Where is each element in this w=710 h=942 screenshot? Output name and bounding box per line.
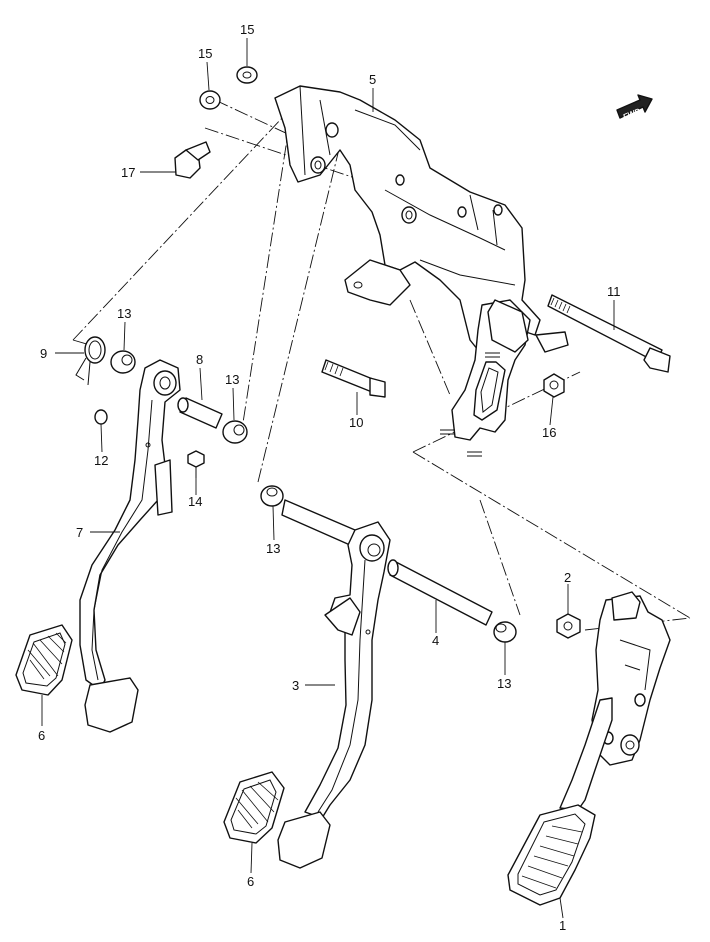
leader-lines [41, 38, 615, 919]
bushing-13-b [222, 420, 248, 444]
pedal-pad-center [223, 771, 285, 844]
bushing-15-lower [199, 90, 221, 110]
callout-9: 9 [40, 346, 47, 361]
callout-6-left: 6 [38, 728, 45, 743]
nut-16 [543, 373, 565, 398]
callout-labels: 15 15 5 17 11 9 13 8 13 10 16 12 14 7 13… [38, 22, 621, 933]
callout-6-center: 6 [247, 874, 254, 889]
pivot-bolt [321, 359, 386, 398]
bushing-13-a [110, 350, 136, 374]
pivot-shaft [387, 559, 493, 626]
front-direction-arrow-icon: FWD [616, 94, 653, 122]
callout-13-d: 13 [497, 676, 511, 691]
bushing-13-c [260, 485, 284, 507]
return-spring [75, 336, 106, 386]
callout-3: 3 [292, 678, 299, 693]
callout-5: 5 [369, 72, 376, 87]
callout-7: 7 [76, 525, 83, 540]
callout-13-b: 13 [225, 372, 239, 387]
bushing-15-upper [236, 66, 258, 84]
callout-12: 12 [94, 453, 108, 468]
brake-pedal-arm [79, 359, 181, 733]
pedal-bracket [274, 85, 569, 457]
callout-13-c: 13 [266, 541, 280, 556]
pedal-pad-left [15, 624, 73, 696]
callout-11: 11 [607, 284, 621, 299]
callout-1: 1 [559, 918, 566, 933]
accelerator-pedal [507, 591, 671, 906]
callout-2: 2 [564, 570, 571, 585]
callout-15-upper: 15 [240, 22, 254, 37]
bracket-bolt [174, 141, 211, 179]
callout-16: 16 [542, 425, 556, 440]
callout-8: 8 [196, 352, 203, 367]
clutch-pedal-arm [277, 499, 391, 869]
callout-4: 4 [432, 633, 439, 648]
callout-17: 17 [121, 165, 135, 180]
callout-10: 10 [349, 415, 363, 430]
callout-15-lower: 15 [198, 46, 212, 61]
callout-14: 14 [188, 494, 202, 509]
pivot-pin [177, 397, 223, 429]
bushing-13-d [493, 621, 517, 643]
bolt-14 [187, 450, 205, 478]
bushing-12 [94, 409, 108, 425]
nut-2 [556, 613, 581, 639]
long-bolt [547, 294, 671, 373]
callout-13-a: 13 [117, 306, 131, 321]
